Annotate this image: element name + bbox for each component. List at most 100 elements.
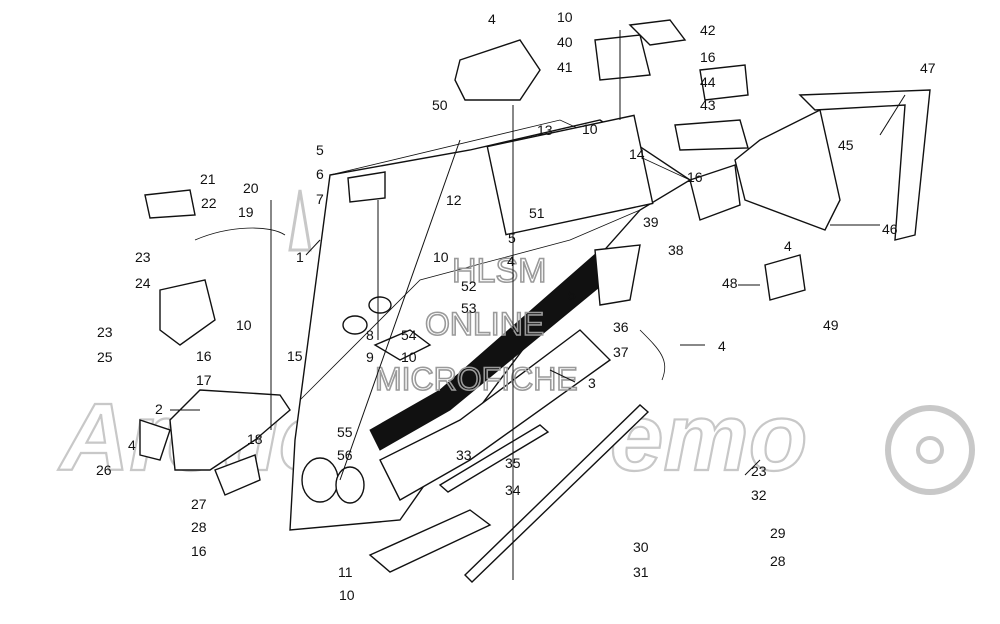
callout-labels: 1 2 3 4 4 4 4 4 4 5 5 5 6 7 8 9 10 10 10… — [96, 9, 936, 603]
callout-31: 31 — [633, 564, 649, 580]
callout-22: 22 — [201, 195, 217, 211]
callout-10a: 10 — [557, 9, 573, 25]
callout-4a: 4 — [488, 11, 496, 27]
callout-24: 24 — [135, 275, 151, 291]
bracket-54 — [373, 329, 432, 361]
watermark-line-1: HLSM — [452, 252, 546, 290]
callout-12: 12 — [446, 192, 462, 208]
cap-42 — [628, 19, 687, 46]
callout-3: 3 — [588, 375, 596, 391]
callout-45: 45 — [838, 137, 854, 153]
callout-48: 48 — [722, 275, 738, 291]
callout-42: 42 — [700, 22, 716, 38]
callout-11: 11 — [338, 564, 353, 580]
tunnel-lattice — [379, 329, 612, 501]
tunnel-edge-line — [299, 209, 641, 401]
callout-16d: 16 — [191, 543, 207, 559]
skid-36 — [594, 244, 641, 306]
leader-23-right — [744, 459, 761, 476]
rail-33 — [438, 424, 550, 493]
callout-4e: 4 — [784, 238, 792, 254]
foot-plate — [139, 419, 171, 461]
rail-parts — [368, 329, 666, 583]
callout-23b: 23 — [97, 324, 113, 340]
callout-9: 9 — [366, 349, 374, 365]
callout-50: 50 — [432, 97, 448, 113]
flap-43 — [674, 119, 749, 151]
callout-7: 7 — [316, 191, 324, 207]
callout-2: 2 — [155, 401, 163, 417]
bracket-41 — [594, 34, 651, 81]
rail-34 — [464, 404, 650, 583]
leader-3 — [549, 369, 576, 383]
tunnel-hole-1 — [301, 457, 339, 503]
callout-16c: 16 — [687, 169, 703, 185]
callout-20: 20 — [243, 180, 259, 196]
callout-5a: 5 — [316, 142, 324, 158]
wheel-watermark-icon — [885, 405, 975, 495]
bag-50 — [454, 39, 541, 101]
callout-4d: 4 — [718, 338, 726, 354]
watermark-line-3: MICROFICHE — [375, 361, 578, 397]
callout-23c: 23 — [751, 463, 767, 479]
callout-53: 53 — [461, 300, 477, 316]
guard-24 — [159, 279, 216, 346]
callout-13: 13 — [537, 122, 553, 138]
cover-plate-8 — [342, 315, 368, 335]
taillight-45 — [734, 108, 841, 231]
callout-32: 32 — [751, 487, 767, 503]
bumper-46 — [798, 89, 931, 241]
callout-1: 1 — [296, 249, 304, 265]
callout-5b: 5 — [508, 230, 516, 246]
cover-plate-9 — [368, 296, 392, 314]
wheel-hub-icon — [916, 436, 944, 464]
callout-54: 54 — [401, 327, 417, 343]
spire-watermark-icon — [288, 189, 312, 252]
callout-49: 49 — [823, 317, 839, 333]
pad-21 — [144, 189, 196, 219]
callout-39: 39 — [643, 214, 659, 230]
callout-29: 29 — [770, 525, 786, 541]
callout-16b: 16 — [700, 49, 716, 65]
callout-5c: 5 — [568, 287, 576, 303]
leader-12 — [339, 139, 461, 481]
callout-47: 47 — [920, 60, 936, 76]
watermark-line-2: ONLINE — [425, 306, 544, 342]
right-side-parts — [594, 89, 931, 306]
callout-27: 27 — [191, 496, 207, 512]
callout-38: 38 — [668, 242, 684, 258]
handle-22 — [194, 227, 286, 241]
callout-43: 43 — [700, 97, 716, 113]
bracket-48 — [764, 254, 806, 301]
callout-4b: 4 — [128, 437, 136, 453]
callout-21: 21 — [200, 171, 216, 187]
callout-10b: 10 — [582, 121, 598, 137]
bracket-line-47 — [879, 94, 906, 136]
tunnel-top-edge — [329, 119, 691, 181]
callout-28b: 28 — [770, 553, 786, 569]
callout-44: 44 — [700, 74, 716, 90]
callout-30: 30 — [633, 539, 649, 555]
callout-16a: 16 — [196, 348, 212, 364]
callout-36: 36 — [613, 319, 629, 335]
runner-plate-11 — [368, 509, 492, 573]
callout-52: 52 — [461, 278, 477, 294]
tunnel-panel — [486, 114, 654, 236]
callout-17: 17 — [196, 372, 212, 388]
tunnel-hole-2 — [335, 466, 365, 504]
callout-19: 19 — [238, 204, 254, 220]
callout-10d: 10 — [236, 317, 252, 333]
footrest-27 — [214, 454, 261, 496]
callout-23a: 23 — [135, 249, 151, 265]
cable-37 — [639, 329, 666, 381]
callout-35: 35 — [505, 455, 521, 471]
callout-41: 41 — [557, 59, 573, 75]
callout-15: 15 — [287, 348, 303, 364]
tunnel-assembly — [289, 114, 692, 531]
callout-51: 51 — [529, 205, 545, 221]
callout-40: 40 — [557, 34, 573, 50]
brand-watermark-text-2: emo — [610, 384, 807, 491]
leader-lines — [170, 30, 880, 580]
callout-14: 14 — [629, 146, 645, 162]
